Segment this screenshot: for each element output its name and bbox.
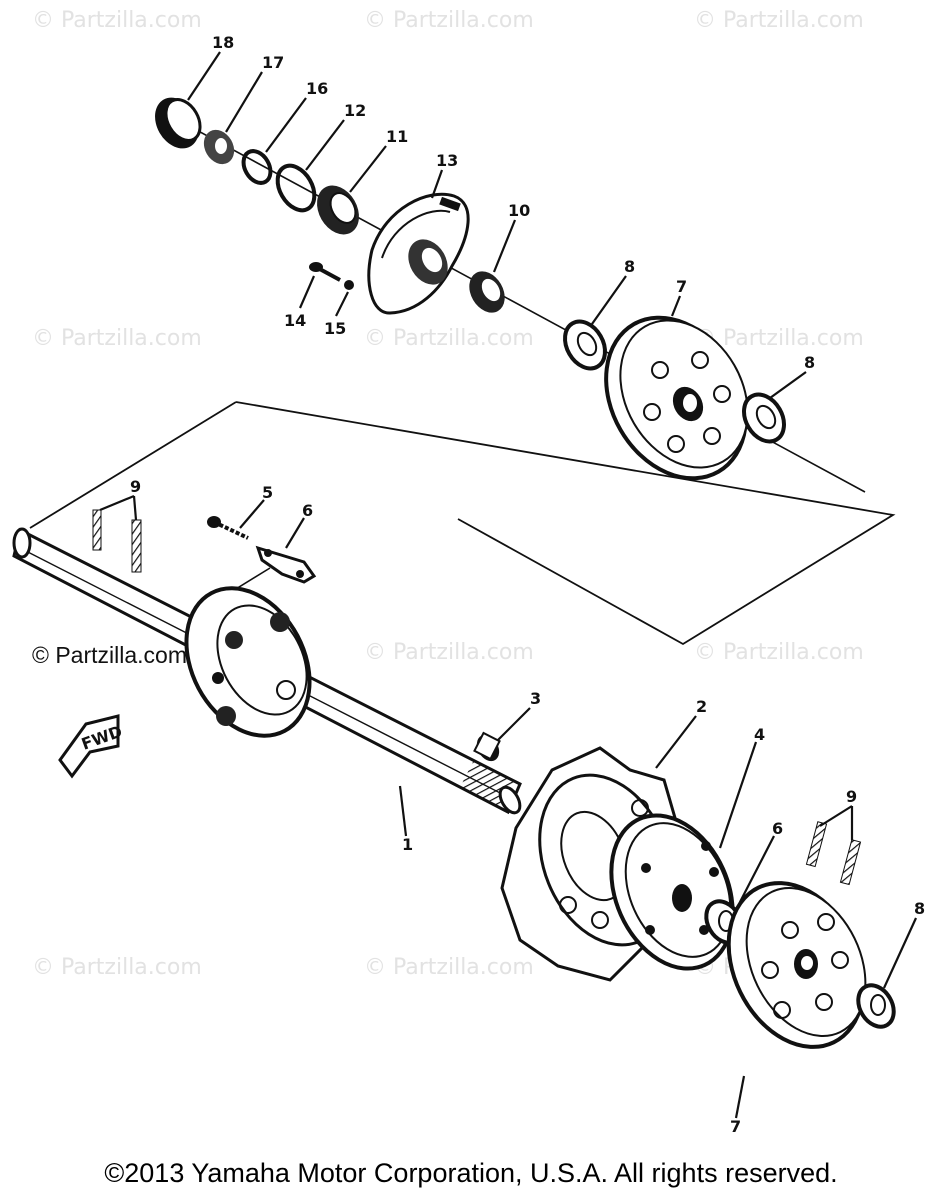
- callout-7-upper: 7: [676, 277, 687, 296]
- sprocket-hub-left: [184, 586, 312, 738]
- washer-15: [344, 280, 354, 290]
- callout-18: 18: [212, 33, 234, 52]
- callout-9-upper: 9: [130, 477, 141, 496]
- bracket-6-upper: [255, 545, 317, 584]
- watermark: © Partzilla.com: [694, 640, 864, 665]
- callout-8-upper: 8: [624, 257, 635, 276]
- springs-9-lower: [805, 821, 862, 886]
- seal-18: [155, 97, 202, 149]
- watermark-highlighted: © Partzilla.com: [32, 642, 187, 669]
- watermark: © Partzilla.com: [694, 8, 864, 33]
- washer-16: [241, 149, 273, 185]
- bolt-14: [309, 262, 341, 282]
- bearing-10: [469, 271, 505, 313]
- callout-12: 12: [344, 101, 366, 120]
- watermark: © Partzilla.com: [364, 8, 534, 33]
- watermark: © Partzilla.com: [32, 8, 202, 33]
- callout-1: 1: [402, 835, 413, 854]
- watermark: © Partzilla.com: [364, 326, 534, 351]
- callout-16: 16: [306, 79, 328, 98]
- callout-7-lower: 7: [730, 1117, 741, 1136]
- bearing-housing-13: [367, 192, 470, 315]
- callout-14: 14: [284, 311, 306, 330]
- idler-wheel-7-upper: [604, 315, 749, 481]
- callout-2: 2: [696, 697, 707, 716]
- exploded-view-svg: FWD: [12, 33, 925, 1136]
- spacer-8-lower: [856, 983, 896, 1029]
- callout-8-lower: 8: [914, 899, 925, 918]
- idler-wheel-7-lower: [726, 881, 867, 1049]
- callout-8-right: 8: [804, 353, 815, 372]
- copyright-notice: ©2013 Yamaha Motor Corporation, U.S.A. A…: [104, 1158, 838, 1188]
- leader-lines: [99, 51, 918, 1119]
- springs-9-upper: [92, 509, 142, 573]
- bearing-11: [317, 185, 359, 235]
- spacer-8-right: [742, 392, 786, 444]
- callout-9-lower: 9: [846, 787, 857, 806]
- assembly-outline: [235, 401, 896, 646]
- bolt-5: [207, 516, 249, 540]
- watermark: © Partzilla.com: [364, 955, 534, 980]
- watermark: © Partzilla.com: [364, 640, 534, 665]
- callout-4: 4: [754, 725, 765, 744]
- callout-6-upper: 6: [302, 501, 313, 520]
- callout-6-lower: 6: [772, 819, 783, 838]
- callout-15: 15: [324, 319, 346, 338]
- callout-5: 5: [262, 483, 273, 502]
- fwd-arrow-icon: FWD: [58, 714, 125, 779]
- nut-17: [203, 129, 235, 165]
- callout-13: 13: [436, 151, 458, 170]
- callout-17: 17: [262, 53, 284, 72]
- callout-3: 3: [530, 689, 541, 708]
- assembly-outline-left: [29, 401, 237, 529]
- hub-plate-4: [609, 813, 735, 971]
- collar-3: [473, 731, 501, 762]
- circlip-12: [275, 163, 317, 213]
- watermark: © Partzilla.com: [32, 955, 202, 980]
- watermark: © Partzilla.com: [32, 326, 202, 351]
- spacer-8-upper: [563, 319, 607, 371]
- callout-11: 11: [386, 127, 408, 146]
- callout-10: 10: [508, 201, 530, 220]
